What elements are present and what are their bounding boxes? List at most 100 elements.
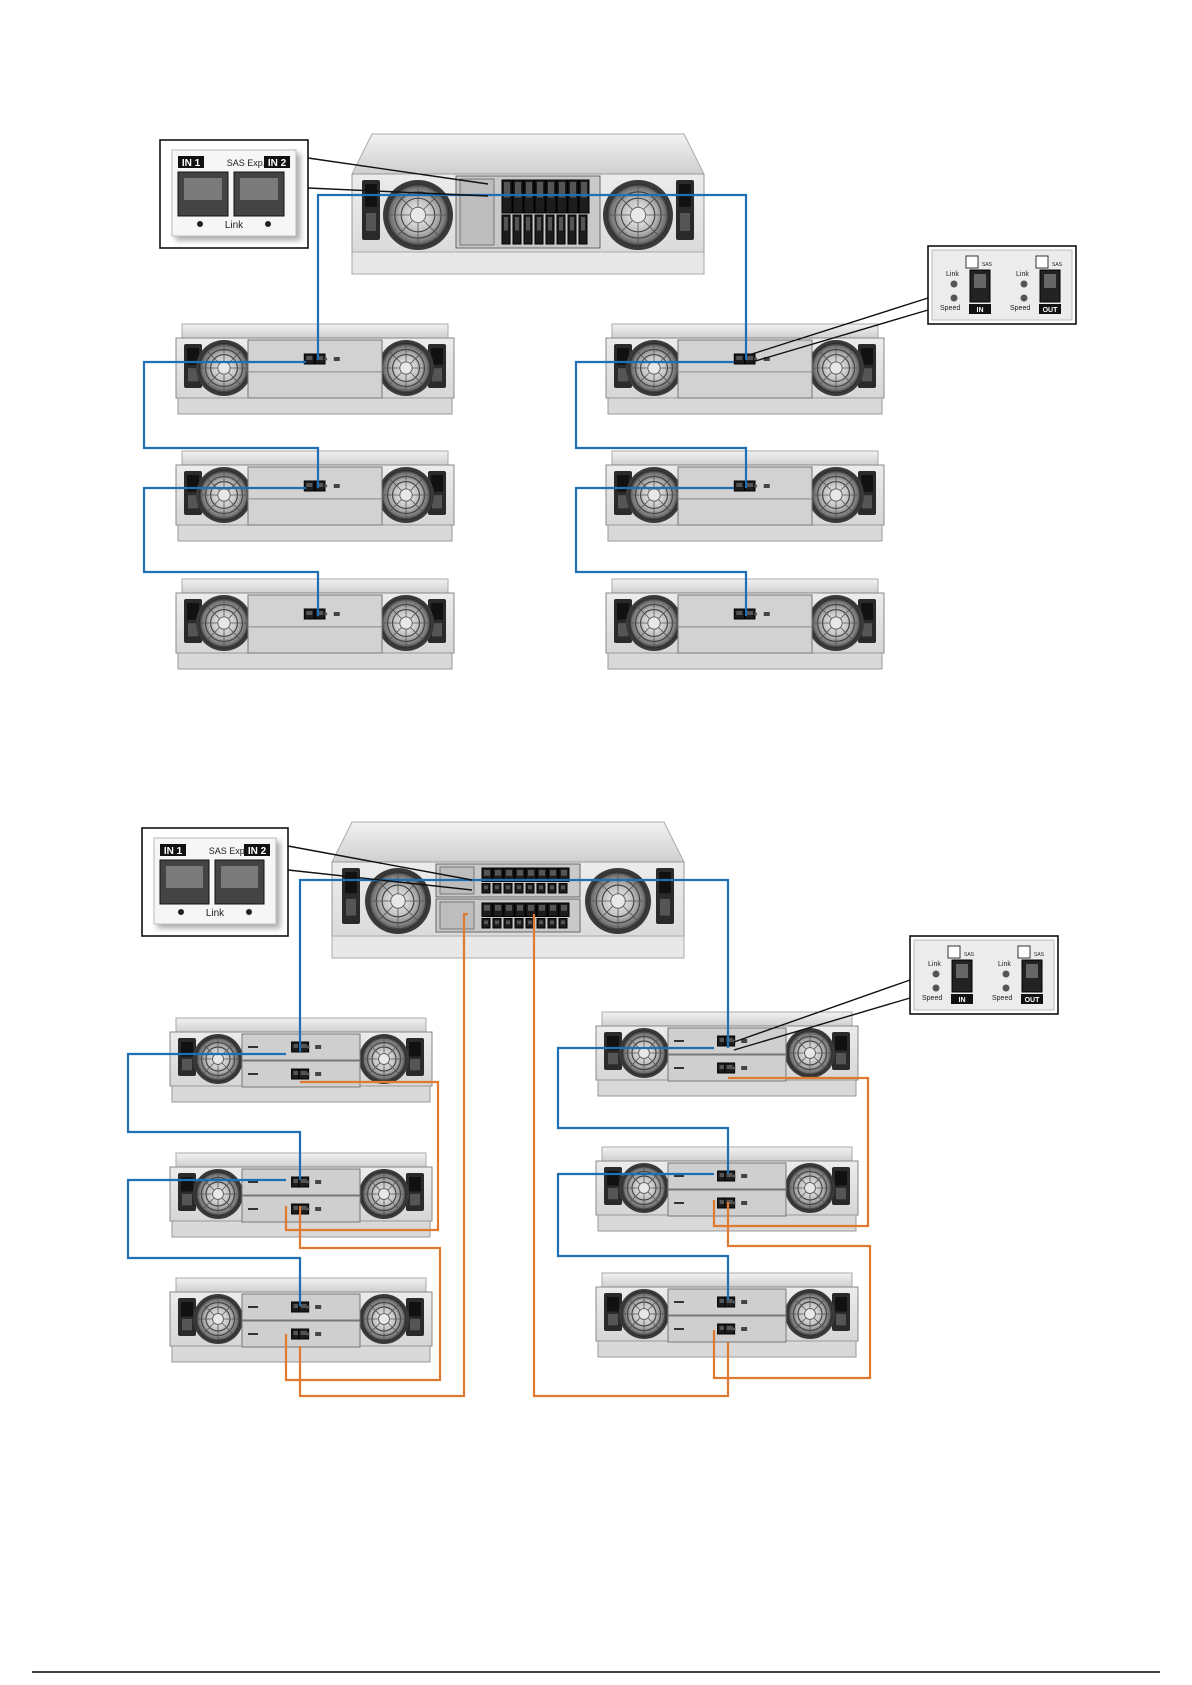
jbod-left-1 [176, 324, 454, 414]
fan-icon [808, 340, 864, 396]
led-icon [754, 613, 757, 616]
fan-icon [626, 595, 682, 651]
sas-port-icon [515, 903, 525, 917]
led-icon [733, 1301, 736, 1304]
chassis-base [178, 653, 452, 669]
led-icon [1003, 971, 1010, 978]
sas-exp-label: SAS Exp. [227, 158, 266, 168]
chassis-base [608, 653, 882, 669]
sas-port-icon [535, 215, 543, 244]
handle [674, 1202, 684, 1204]
sas-port-icon [482, 919, 490, 929]
fan-icon [626, 467, 682, 523]
sas-port-icon [537, 919, 545, 929]
fan-icon [585, 868, 651, 934]
port-cage [1026, 964, 1038, 978]
chassis-base [598, 1080, 856, 1096]
fan-icon [365, 868, 431, 934]
led-icon [933, 985, 940, 992]
chassis-top [352, 134, 704, 174]
sas-logo [1018, 946, 1030, 958]
fan-icon [785, 1163, 835, 1213]
led-icon [951, 295, 958, 302]
jbod-port-callout-1: LinkSpeedSASINLinkSpeedSASOUT [928, 246, 1076, 324]
chassis-base [332, 936, 684, 958]
in-label: IN [977, 307, 984, 314]
handle [248, 1333, 258, 1335]
sas-port-icon [524, 215, 532, 244]
sas-logo [948, 946, 960, 958]
sas-port-icon [579, 215, 587, 244]
in1-label: IN 1 [182, 158, 201, 169]
fan-icon [359, 1294, 409, 1344]
power-supply-icon [676, 180, 694, 240]
mini-port [315, 1180, 321, 1184]
management-panel [440, 902, 474, 929]
chassis-top [332, 822, 684, 862]
sas-port-icon [304, 609, 314, 619]
sas-label: SAS [1034, 952, 1045, 958]
mini-port [315, 1305, 321, 1309]
mini-port [764, 484, 770, 488]
mini-port [741, 1174, 747, 1178]
sas-port-icon [546, 180, 556, 213]
led-icon [1003, 985, 1010, 992]
sas-port-icon [513, 215, 521, 244]
led-icon [733, 1175, 736, 1178]
speed-label: Speed [940, 305, 960, 312]
sas-port-icon [537, 903, 547, 917]
led-icon [246, 909, 252, 915]
link-label: Link [946, 271, 959, 278]
mini-port [315, 1207, 321, 1211]
handle [248, 1208, 258, 1210]
led-icon [307, 1333, 310, 1336]
fan-icon [383, 180, 453, 250]
mini-port [315, 1072, 321, 1076]
sas-label: SAS [982, 262, 993, 268]
port-cage [166, 866, 203, 888]
led-icon [324, 485, 327, 488]
sas-port-icon [557, 180, 567, 213]
sas-port-icon [559, 903, 569, 917]
speed-label: Speed [922, 995, 942, 1002]
sas-port-icon [482, 884, 490, 894]
led-icon [307, 1073, 310, 1076]
sas-port-icon [315, 354, 325, 364]
out-label: OUT [1043, 307, 1059, 314]
mini-port [334, 357, 340, 361]
sas-port-icon [502, 215, 510, 244]
sas-port-icon [502, 180, 512, 213]
speed-label: Speed [992, 995, 1012, 1002]
led-icon [307, 1208, 310, 1211]
mini-port [741, 1066, 747, 1070]
sas-port-icon [548, 884, 556, 894]
link-label: Link [206, 908, 225, 919]
chassis-base [352, 252, 704, 274]
port-cage [974, 274, 986, 288]
chassis-top [182, 579, 448, 593]
chassis-top [182, 324, 448, 338]
out-label: OUT [1025, 997, 1041, 1004]
sas-port-icon [315, 481, 325, 491]
handle [674, 1301, 684, 1303]
mini-port [315, 1045, 321, 1049]
handle [674, 1328, 684, 1330]
led-icon [307, 1306, 310, 1309]
controller-module [248, 467, 382, 525]
fan-icon [626, 340, 682, 396]
speed-label: Speed [1010, 305, 1030, 312]
sas-port-icon [513, 180, 523, 213]
chassis-base [178, 525, 452, 541]
port-cage [240, 178, 278, 200]
sas-port-icon [315, 609, 325, 619]
fan-icon [193, 1294, 243, 1344]
fan-icon [359, 1034, 409, 1084]
sas-label: SAS [964, 952, 975, 958]
fan-icon [619, 1028, 669, 1078]
fan-icon [193, 1169, 243, 1219]
led-icon [1021, 281, 1028, 288]
sas-port-icon [504, 919, 512, 929]
controller-module [248, 595, 382, 653]
sas-port-icon [548, 903, 558, 917]
